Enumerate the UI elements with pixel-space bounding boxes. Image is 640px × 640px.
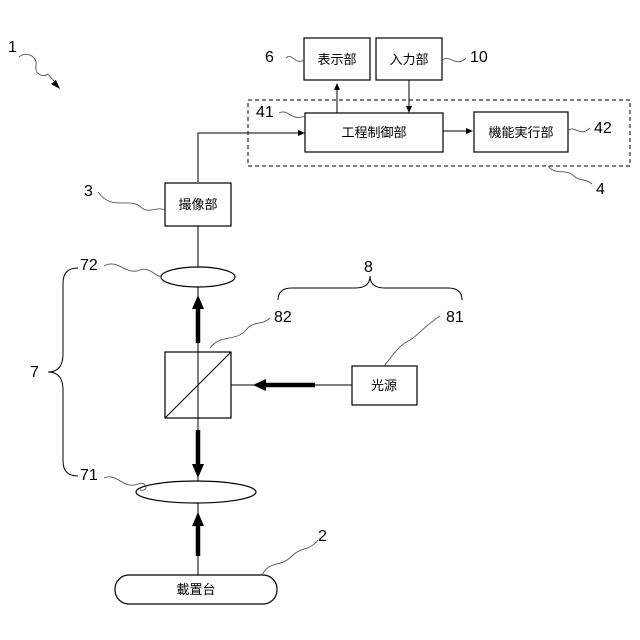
optics-brace bbox=[48, 268, 78, 476]
control-to-display-arrowhead bbox=[334, 83, 340, 90]
upper-lens-leader bbox=[104, 264, 162, 276]
ref-41: 41 bbox=[256, 104, 274, 121]
function-exec-label: 機能実行部 bbox=[488, 125, 553, 141]
process-control-leader bbox=[279, 112, 305, 118]
input-leader bbox=[442, 58, 466, 62]
imaging-to-control-arrowhead bbox=[298, 130, 305, 136]
ref-71: 71 bbox=[80, 467, 98, 484]
input-label: 入力部 bbox=[389, 53, 428, 68]
stage-beam-head bbox=[192, 512, 204, 526]
illumination-beam-head bbox=[253, 379, 266, 391]
ref-8: 8 bbox=[364, 259, 373, 276]
ref-42: 42 bbox=[594, 120, 612, 137]
function-exec-leader bbox=[568, 128, 590, 132]
device-leader bbox=[19, 54, 58, 86]
illumination-brace bbox=[278, 276, 462, 300]
stage-leader bbox=[262, 540, 318, 575]
upper-lens bbox=[161, 267, 235, 287]
process-control-label: 工程制御部 bbox=[341, 126, 406, 141]
imaging-to-control-line bbox=[198, 133, 305, 182]
display-leader bbox=[286, 56, 304, 61]
ref-4: 4 bbox=[596, 181, 605, 198]
ref-81: 81 bbox=[446, 309, 464, 326]
downward-beam-head bbox=[192, 464, 204, 478]
lower-lens bbox=[136, 481, 256, 503]
light-source-label: 光源 bbox=[371, 379, 397, 394]
imaging-label: 撮像部 bbox=[178, 197, 217, 213]
imaging-leader bbox=[98, 192, 165, 210]
ref-82: 82 bbox=[274, 309, 292, 326]
light-source-leader bbox=[384, 316, 440, 366]
ref-1: 1 bbox=[8, 39, 17, 56]
ref-6: 6 bbox=[265, 49, 274, 66]
control-to-function-arrowhead bbox=[466, 128, 473, 134]
device-leader-arrowhead bbox=[51, 80, 60, 89]
ref-2: 2 bbox=[318, 528, 327, 545]
ref-72: 72 bbox=[80, 257, 98, 274]
beam-splitter-leader bbox=[210, 318, 270, 348]
control-unit-leader bbox=[548, 166, 592, 184]
display-label: 表示部 bbox=[317, 53, 356, 68]
input-to-control-arrowhead bbox=[406, 106, 412, 113]
ref-7: 7 bbox=[30, 364, 39, 381]
ref-3: 3 bbox=[84, 183, 93, 200]
upper-beam-head bbox=[192, 295, 204, 309]
ref-10: 10 bbox=[470, 49, 488, 66]
stage-label: 載置台 bbox=[176, 583, 215, 598]
